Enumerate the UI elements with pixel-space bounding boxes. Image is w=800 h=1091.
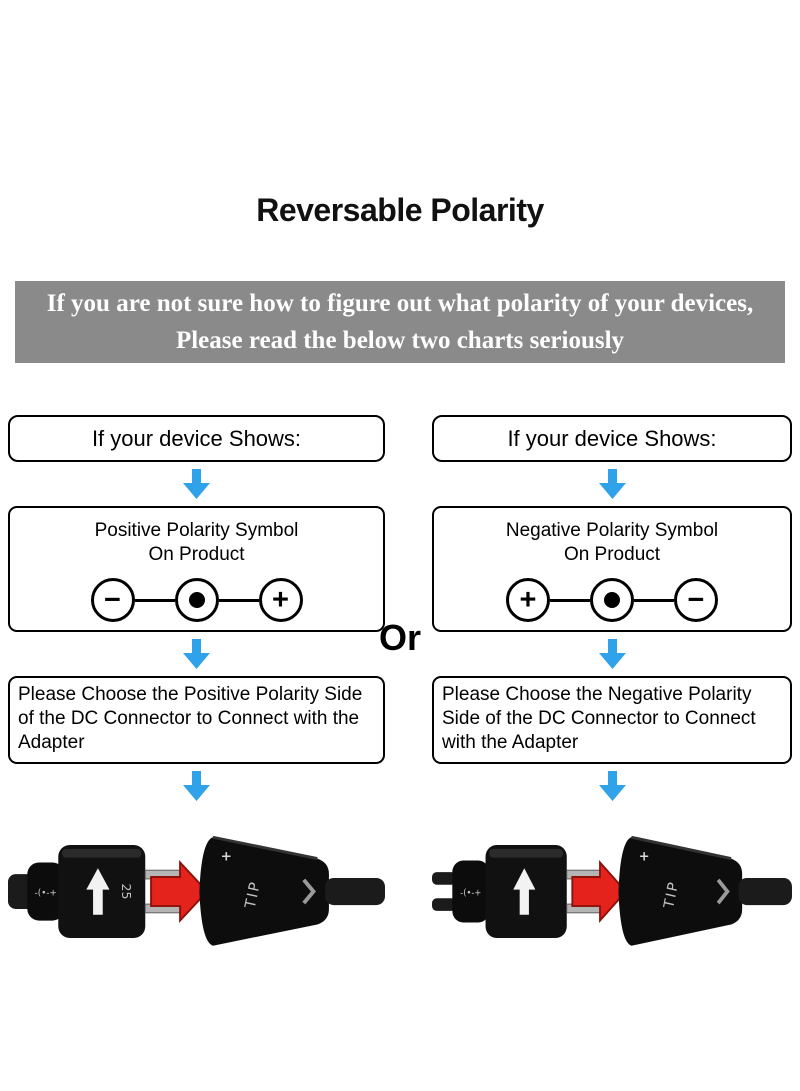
symbol-connector-line [634,598,674,602]
center-pin-symbol [590,578,634,622]
plug-number-label: 25 [119,883,134,899]
polarity-symbol-row: + − [434,578,790,622]
or-label: Or [378,617,422,658]
tip-connector [199,837,329,946]
plug-highlight [62,848,142,858]
center-dot [188,592,205,608]
banner-line-1: If you are not sure how to figure out wh… [46,290,754,317]
device-shows-box: If your device Shows: [8,415,385,462]
wire-top [432,872,456,885]
plus-mark-label: + [221,848,232,864]
device-shows-label: If your device Shows: [91,425,302,451]
barrel-mark-label: -(•-+ [35,888,57,898]
positive-connector-photo: -(•-+ 25 + TIP [8,835,385,946]
device-shows-box: If your device Shows: [432,415,792,462]
symbol-connector-line [218,598,259,602]
plug-highlight [489,848,564,858]
symbol-connector-line [134,598,175,602]
negative-instruction-box: Please Choose the Negative Polarity Side… [432,676,792,764]
barrel-mark-label: -(•-+ [460,888,481,898]
positive-instruction-box: Please Choose the Positive Polarity Side… [8,676,385,764]
chevron-mark [302,878,316,905]
minus-symbol: − [674,578,718,622]
tip-connector-edge [212,835,318,860]
symbol-text-line1: Negative Polarity Symbol [505,520,719,541]
up-arrow-icon [513,868,536,915]
instruction-banner: If you are not sure how to figure out wh… [15,281,785,363]
positive-symbol-box: Positive Polarity Symbol On Product − + [8,506,385,632]
negative-polarity-chart: If your device Shows: Negative Polarity … [432,415,792,969]
down-arrow-icon [598,771,626,801]
page-title: Reversable Polarity [256,192,544,228]
plus-symbol: + [506,578,550,622]
chevron-mark [716,878,730,905]
cable-right [325,877,385,906]
barrel-plug [452,860,490,923]
cable-right [738,877,792,906]
down-arrow-icon [598,469,626,499]
red-arrow-icon [150,859,209,924]
center-pin-symbol [174,578,219,622]
device-shows-label: If your device Shows: [507,425,717,451]
banner-line-2: Please read the below two charts serious… [175,327,625,354]
negative-connector-photo: -(•-+ + TIP [432,835,792,946]
down-arrow-icon [183,771,210,801]
charts-area: If your device Shows: Positive Polarity … [0,415,800,969]
tip-connector [618,837,743,946]
barrel-plug [27,862,65,921]
tip-connector-edge [631,835,732,860]
plus-mark-label: + [639,849,650,864]
polarity-symbol-row: − + [10,578,383,622]
tip-label: TIP [661,879,682,911]
minus-symbol: − [90,578,135,622]
symbol-text-line1: Positive Polarity Symbol [94,520,299,541]
symbol-text-line2: On Product [563,544,661,565]
red-arrow-icon [571,859,628,924]
negative-symbol-box: Negative Polarity Symbol On Product + − [432,506,792,632]
down-arrow-icon [183,469,210,499]
center-dot [604,592,620,608]
wire-bottom [432,898,456,911]
positive-polarity-chart: If your device Shows: Positive Polarity … [8,415,385,969]
symbol-connector-line [550,598,590,602]
down-arrow-icon [183,639,210,669]
down-arrow-icon [598,639,626,669]
symbol-text-line2: On Product [148,544,245,565]
tip-label: TIP [243,879,265,910]
plus-symbol: + [258,578,303,622]
up-arrow-icon [86,868,110,915]
